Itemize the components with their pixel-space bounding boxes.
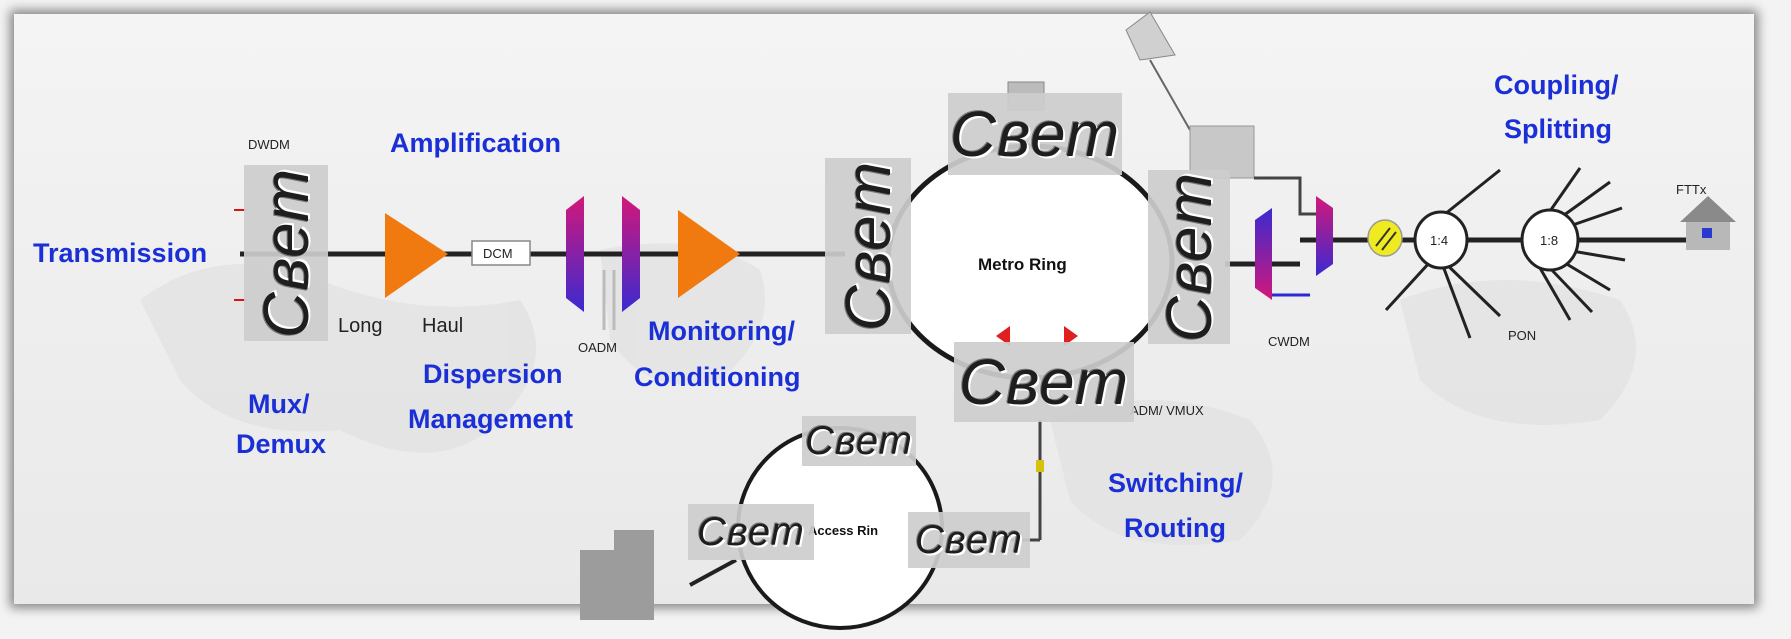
cwdm-demux-icon bbox=[1316, 196, 1333, 276]
watermark-overlay: Свет bbox=[954, 342, 1134, 422]
label-mux-line2: Demux bbox=[236, 429, 326, 459]
watermark-overlay: Свет bbox=[1148, 170, 1230, 344]
label-mux-line1: Mux/ bbox=[248, 389, 310, 419]
cwdm-mux-icon bbox=[1255, 208, 1272, 300]
link-coupler-icon bbox=[1036, 460, 1044, 472]
oadm-label: OADM bbox=[578, 340, 617, 355]
splitter-1-4 bbox=[1384, 168, 1502, 339]
coupler-icon bbox=[1367, 219, 1403, 257]
amplifier-monitoring-icon bbox=[678, 210, 740, 298]
splitter-1-4-label: 1:4 bbox=[1430, 233, 1448, 248]
building-icon bbox=[580, 530, 654, 620]
world-map-background bbox=[140, 243, 1636, 545]
label-dispersion-line1: Dispersion bbox=[423, 359, 563, 389]
label-transmission: Transmission bbox=[33, 238, 207, 268]
building-link bbox=[689, 558, 737, 587]
cwdm-label: CWDM bbox=[1268, 334, 1310, 349]
splitter-1-8 bbox=[1520, 167, 1626, 321]
label-coupling-line1: Coupling/ bbox=[1494, 70, 1619, 100]
watermark-overlay: Свет bbox=[688, 504, 814, 560]
dcm-module-icon bbox=[471, 240, 531, 266]
splitter-1-8-label: 1:8 bbox=[1540, 233, 1558, 248]
house-icon bbox=[1680, 196, 1736, 250]
vmux-label: ADM/ VMUX bbox=[1130, 403, 1204, 418]
watermark-overlay: Свет bbox=[825, 158, 911, 334]
dwdm-label: DWDM bbox=[248, 137, 290, 152]
base-station-icon bbox=[1125, 11, 1191, 131]
long-label: Long bbox=[338, 315, 383, 337]
ring-direction-arrows bbox=[996, 326, 1078, 346]
watermark-overlay: Свет bbox=[948, 93, 1122, 175]
access-ring-label: Access Rin bbox=[808, 523, 878, 538]
pon-label: PON bbox=[1508, 328, 1536, 343]
oadm-drop-stubs bbox=[602, 270, 616, 330]
metro-ring-label: Metro Ring bbox=[978, 255, 1067, 274]
label-monitoring-line1: Monitoring/ bbox=[648, 316, 795, 346]
label-dispersion-line2: Management bbox=[408, 404, 573, 434]
fttx-label: FTTx bbox=[1676, 182, 1707, 197]
oadm-mux-icon bbox=[622, 196, 640, 312]
watermark-overlay: Свет bbox=[802, 416, 916, 466]
dcm-label: DCM bbox=[483, 246, 513, 261]
label-switching-line2: Routing bbox=[1124, 513, 1226, 543]
switch-box-icon bbox=[1189, 125, 1316, 216]
watermark-overlay: Свет bbox=[244, 165, 328, 341]
label-switching-line1: Switching/ bbox=[1108, 468, 1243, 498]
oadm-demux-icon bbox=[566, 196, 584, 312]
haul-label: Haul bbox=[422, 315, 463, 337]
label-amplification: Amplification bbox=[390, 128, 561, 158]
label-monitoring-line2: Conditioning bbox=[634, 362, 800, 392]
label-coupling-line2: Splitting bbox=[1504, 114, 1612, 144]
amplifier-long-haul-icon bbox=[385, 213, 448, 298]
watermark-overlay: Свет bbox=[908, 512, 1030, 568]
